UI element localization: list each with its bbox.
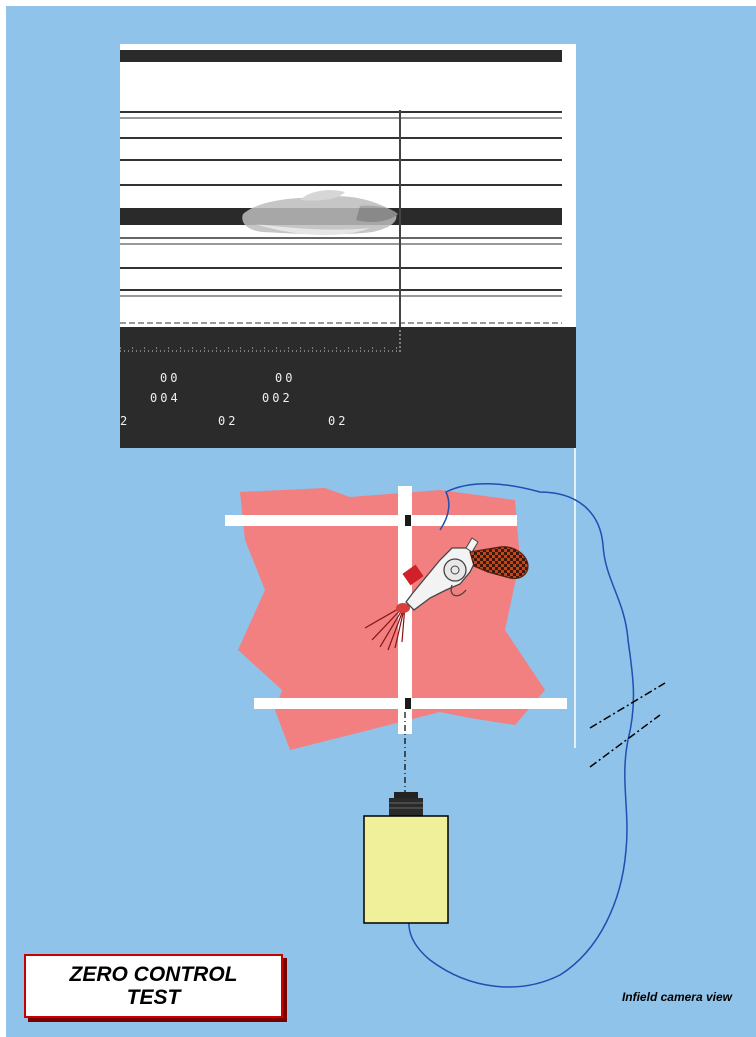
readout-row2-right: 002 [262, 391, 293, 405]
readout-row2-left: 004 [150, 391, 181, 405]
readout-row1-right: 00 [275, 371, 295, 385]
caption: Infield camera view [622, 990, 732, 1004]
diagram-title: ZERO CONTROL TEST [70, 963, 238, 1009]
readout-row3-right: 02 [328, 414, 348, 428]
title-box: ZERO CONTROL TEST [24, 954, 283, 1018]
readout-row3-left: 02 [218, 414, 238, 428]
readout-row1-left: 00 [160, 371, 180, 385]
photo-finish-image: 00 00 004 002 2 02 02 [120, 44, 576, 448]
camera-icon [364, 792, 448, 923]
readout-row3-edge: 2 [120, 414, 130, 428]
cable-break-marks [590, 683, 665, 767]
